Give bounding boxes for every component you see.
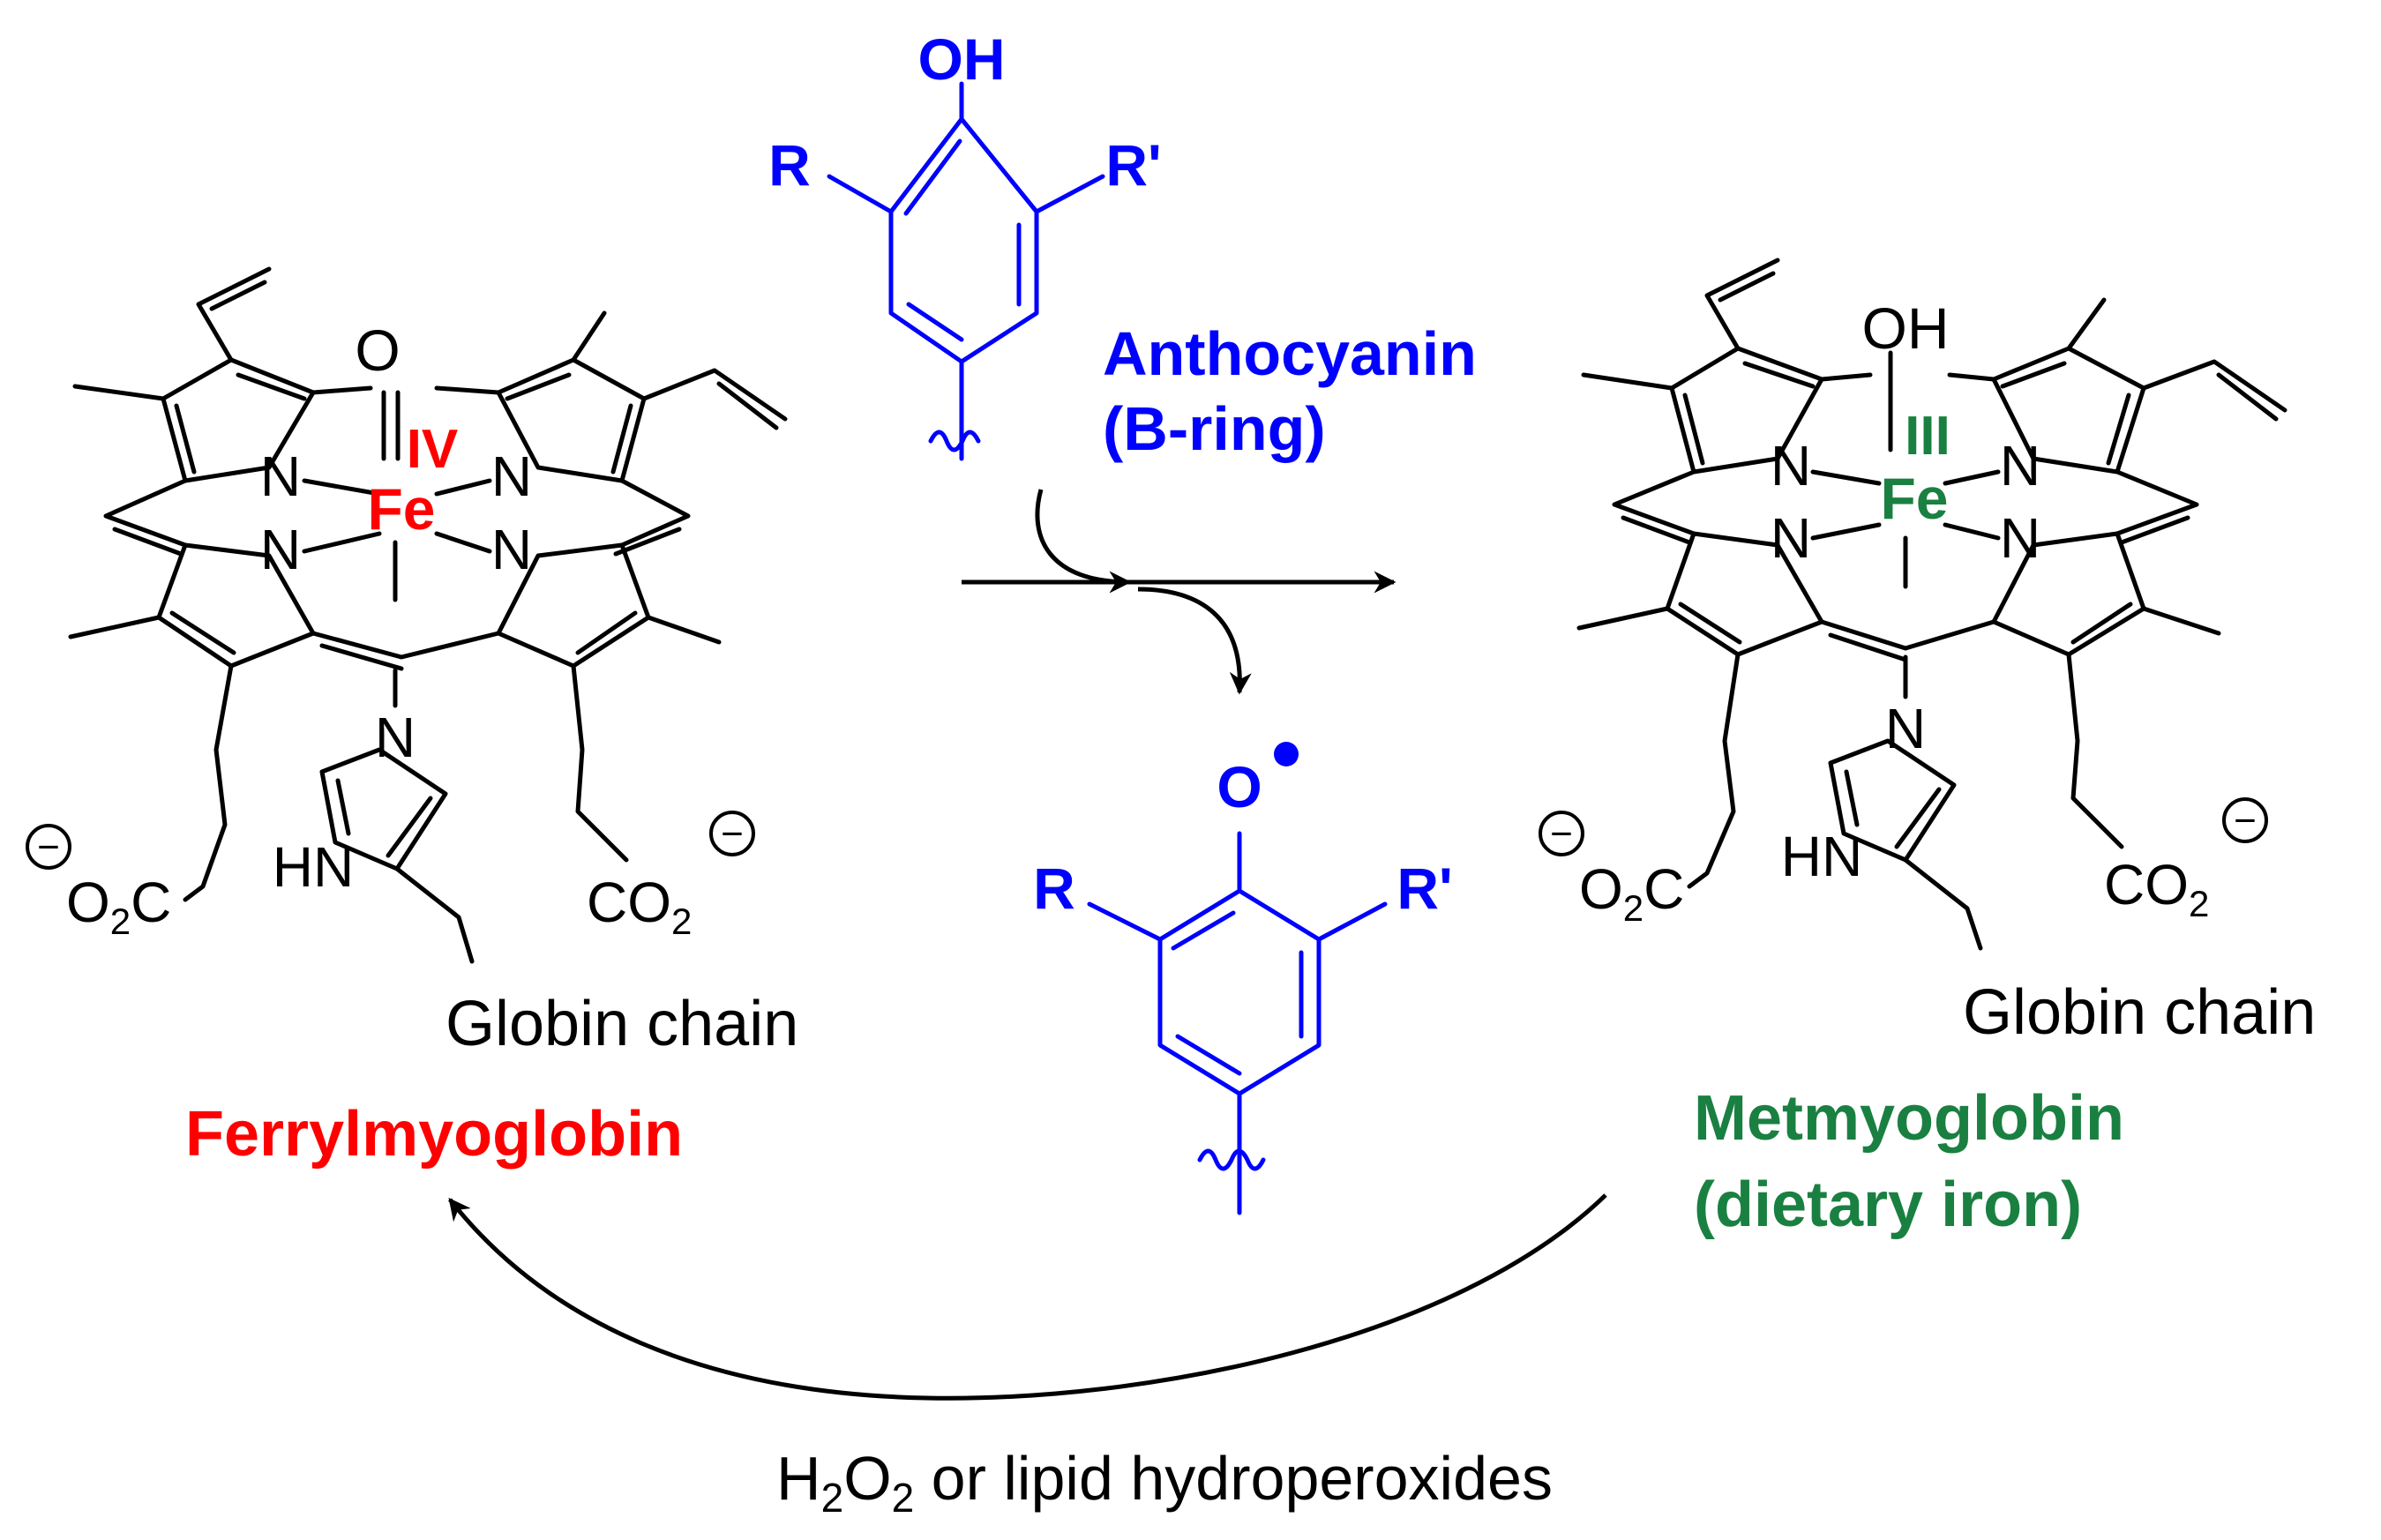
imidazole-n: N	[375, 706, 416, 769]
fe-oxidation-state: IV	[407, 419, 459, 480]
pyrrole-n-upper-left: N	[260, 445, 301, 508]
pyrrole-n-lower-left: N	[260, 518, 301, 581]
dietary-iron-label: (dietary iron)	[1694, 1170, 2082, 1240]
carboxylate-formula: CO2	[587, 871, 692, 942]
atom-labels-left: O IV Fe N N N N N HN − O2C CO2 − Globin …	[26, 318, 798, 1059]
imidazole-nh: HN	[273, 835, 354, 899]
globin-chain-label: Globin chain	[1963, 977, 2316, 1048]
minus-charge: −	[1550, 812, 1573, 856]
phenol-in-curved-arrow	[1035, 489, 1132, 594]
radical-labels: O R R'	[1033, 742, 1453, 921]
anthocyanin-b-ring-structure: OH R R' Anthocyanin (B-ring)	[768, 26, 1477, 463]
globin-chain-label: Globin chain	[446, 989, 798, 1059]
minus-charge: −	[37, 826, 60, 869]
fe-oxidation-state: III	[1905, 406, 1950, 467]
radical-dot	[1274, 742, 1299, 766]
minus-charge-circle	[1539, 811, 1584, 856]
pyrrole-n-upper-right: N	[491, 445, 532, 508]
radical-out-curved-arrow	[1137, 587, 1252, 695]
porphyrin-bonds-right	[1576, 258, 2287, 951]
carboxylate-right: CO2 −	[587, 811, 755, 942]
anthocyanin-label: Anthocyanin	[1103, 319, 1477, 388]
regeneration-cycle-arrow	[448, 1193, 1607, 1401]
ferrylmyoglobin-structure: O IV Fe N N N N N HN − O2C CO2 − Globin …	[26, 266, 798, 1170]
pyrrole-n-lower-right: N	[2000, 506, 2040, 570]
metmyoglobin-structure: OH III Fe N N N N N HN − O2C CO2 − Globi…	[1539, 258, 2316, 1240]
imidazole-nh: HN	[1781, 825, 1862, 888]
pyrrole-n-upper-left: N	[1771, 434, 1811, 497]
carboxylate-formula: O2C	[66, 871, 171, 942]
radical-bonds	[1087, 831, 1388, 1215]
minus-charge-circle	[709, 811, 755, 856]
radical-oxygen: O	[1217, 754, 1262, 819]
oxo-oxygen: O	[355, 318, 400, 383]
radical-r-prime: R'	[1396, 856, 1452, 921]
pyrrole-n-upper-right: N	[2000, 434, 2040, 497]
b-ring-label: (B-ring)	[1103, 394, 1326, 463]
ferrylmyoglobin-label: Ferrylmyoglobin	[185, 1099, 683, 1170]
phenol-oh: OH	[918, 26, 1006, 92]
minus-charge-circle	[26, 824, 71, 870]
hydroxo-oh: OH	[1862, 295, 1950, 361]
carboxylate-formula: O2C	[1579, 857, 1684, 929]
iron-atom: Fe	[367, 476, 435, 542]
minus-charge: −	[721, 812, 744, 856]
atom-labels-right: OH III Fe N N N N N HN − O2C CO2 − Globi…	[1539, 295, 2316, 1048]
carboxylate-left: − O2C	[26, 824, 171, 942]
carboxylate-formula: CO2	[2104, 853, 2209, 924]
imidazole-n: N	[1885, 697, 1926, 760]
minus-charge: −	[2234, 799, 2257, 842]
carboxylate-left: − O2C	[1539, 811, 1684, 929]
phenol-r-prime: R'	[1105, 132, 1161, 198]
carboxylate-right: CO2 −	[2104, 797, 2268, 924]
minus-charge-circle	[2222, 797, 2268, 843]
phenol-bonds	[827, 81, 1105, 461]
pyrrole-n-lower-right: N	[491, 518, 532, 581]
pyrrole-n-lower-left: N	[1771, 506, 1811, 570]
porphyrin-bonds-left	[68, 266, 788, 964]
reaction-arrows	[962, 489, 1396, 695]
phenol-r: R	[768, 132, 811, 198]
oxidant-label: H2O2 or lipid hydroperoxides	[776, 1444, 1553, 1521]
phenol-labels: OH R R' Anthocyanin (B-ring)	[768, 26, 1477, 463]
radical-r: R	[1033, 856, 1075, 921]
iron-atom: Fe	[1880, 466, 1948, 531]
phenoxyl-radical-structure: O R R'	[1033, 742, 1453, 1215]
metmyoglobin-label: Metmyoglobin	[1694, 1083, 2124, 1154]
